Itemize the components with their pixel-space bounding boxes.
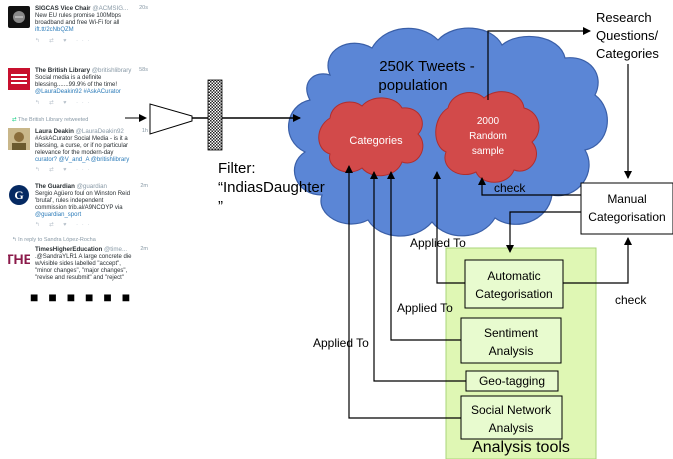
avatar [8, 128, 30, 150]
applied-to-label-3: Applied To [313, 336, 369, 350]
automatic-categorisation-box [464, 259, 564, 309]
tweet-actions[interactable]: ↰ ⇄ ♥ ··· [35, 100, 94, 106]
tweet-author-name: The British Library [35, 67, 91, 74]
social-network-analysis-box [460, 395, 563, 440]
cloud-title-line1: 250K Tweets - [379, 58, 475, 75]
filter-label-line1: Filter: [218, 160, 256, 177]
sentiment-analysis-box [460, 317, 562, 364]
tweet-text-line: w/visible sides labelled "accept", [35, 261, 121, 267]
tweet-link[interactable]: @guardian_sport [35, 212, 82, 218]
tweet-text-line: "revise and resubmit" and "reject" [35, 275, 124, 281]
check-label-right: check [615, 293, 647, 307]
reply-note: In reply to Sandra López-Rocha [18, 237, 96, 243]
arrow-automatic-to-manual [563, 237, 632, 284]
tweet-handle: @britishlibrary [91, 67, 132, 74]
tweet-author-name: SIGCAS Vice Chair [35, 5, 91, 12]
twitter-feed-screenshot: SIGCAS Vice Chair @ACMSIG... 20s New EU … [2, 2, 152, 287]
tool-automatic-line2: Categorisation [475, 287, 552, 301]
tweet-text-line: broadband and free Wi-Fi for all [35, 20, 120, 26]
tweet-handle: @ACMSIG... [92, 5, 129, 12]
tool-sentiment-line1: Sentiment [484, 326, 539, 340]
tool-sna-line2: Analysis [489, 421, 534, 435]
filter-label-line3: ” [218, 198, 223, 215]
tweet-author-name: TimesHigherEducation [35, 246, 103, 253]
research-line3: Categories [596, 46, 659, 61]
applied-to-label-2: Applied To [397, 301, 453, 315]
reply-icon: ↰ [12, 237, 17, 243]
tweet-author-name: Laura Deakin [35, 128, 74, 135]
arrow-sample-to-research [487, 27, 591, 100]
filter-label-line2: “IndiasDaughter [218, 179, 325, 196]
tweet-text-line: blessing.......99.9% of the time! [35, 82, 118, 88]
tweet-time: 20s [139, 5, 148, 11]
tweet-text-line: "minor changes", "major changes", [35, 268, 128, 274]
tweet-time: 2m [140, 246, 148, 252]
sample-line2: Random [469, 131, 507, 142]
tool-sentiment-line2: Analysis [489, 344, 534, 358]
avatar: G [8, 184, 30, 206]
arrow-sna-applied [345, 165, 461, 419]
avatar [8, 68, 30, 90]
categories-label: Categories [349, 135, 403, 147]
tweet-text-line: commission trib.al/A9NCOYP via [35, 205, 123, 211]
avatar: THE [5, 247, 33, 269]
tweet-handle: @time... [104, 246, 128, 253]
tweet-time: 58s [139, 67, 148, 73]
tweet-text-line: #AskACurator Social Media - is it a [35, 136, 128, 142]
svg-text:G: G [14, 188, 23, 202]
tool-geo-line1: Geo-tagging [479, 374, 545, 388]
manual-line1: Manual [607, 192, 646, 206]
retweet-icon: ⇄ [12, 117, 17, 123]
tweet-text-line: 'brutal', rules independent [35, 198, 104, 204]
arrow-manual-to-sample [478, 177, 581, 196]
tweet-actions[interactable]: ↰ ⇄ ♥ ··· [35, 38, 94, 44]
manual-line2: Categorisation [588, 210, 665, 224]
avatar [8, 6, 30, 28]
arrow-automatic-applied [433, 171, 465, 284]
sample-line3: sample [472, 146, 505, 157]
tweet-link[interactable]: ift.tt/2cNbQZM [35, 27, 74, 33]
tweet-text-line: Sergio Agüero foul on Winston Reid [35, 191, 131, 197]
tweet-link[interactable]: @LauraDeakin92 #AskACurator [35, 89, 121, 95]
tweet-item: The British Library @britishlibrary 58s … [2, 64, 152, 114]
categories-blob [318, 97, 424, 177]
filter-mesh-icon [207, 79, 223, 151]
arrow-sentiment-applied [387, 171, 461, 341]
cloud-title-line2: population [378, 77, 447, 94]
tweet-text-line: Social media is a definite [35, 75, 102, 81]
svg-text:THE: THE [8, 251, 30, 267]
tool-automatic-line1: Automatic [487, 269, 540, 283]
feed-ellipsis: ■ ■ ■ ■ ■ ■ [30, 289, 133, 305]
manual-categorisation-box [580, 182, 673, 235]
tool-sna-line1: Social Network [471, 403, 552, 417]
tweet-author-name: The Guardian [35, 183, 75, 190]
tweet-link[interactable]: curator? @V_and_A @britishlibrary [35, 157, 130, 163]
research-line2: Questions/ [596, 28, 659, 43]
tweet-text-line: blessing, a curse, or if no particular [35, 143, 129, 149]
tweet-actions[interactable]: ↰ ⇄ ♥ ··· [35, 222, 94, 228]
tweet-time: 2m [140, 183, 148, 189]
sample-line1: 2000 [477, 116, 500, 127]
arrow-manual-to-automatic [506, 211, 581, 253]
tweet-time: 1h [141, 128, 148, 134]
applied-to-label-1: Applied To [410, 236, 466, 250]
tweet-actions[interactable]: ↰ ⇄ ♥ ··· [35, 167, 94, 173]
analysis-tools-label: Analysis tools [472, 439, 570, 456]
tweet-item: ⇄ The British Library retweeted Laura De… [2, 114, 152, 176]
check-label-top: check [494, 181, 526, 195]
tweet-text-line: New EU rules promise 100Mbps [35, 13, 122, 19]
tweet-text-line: .@SandraYLR1 A large concrete die [35, 254, 132, 260]
tweet-handle: @LauraDeakin92 [75, 128, 124, 135]
tweet-item: G The Guardian @guardian 2m Sergio Agüer… [2, 180, 152, 234]
research-line1: Research [596, 10, 652, 25]
tweet-item: ↰ In reply to Sandra López-Rocha THE Tim… [2, 234, 152, 287]
arrow-geo-applied [370, 171, 466, 382]
tweet-handle: @guardian [76, 183, 107, 190]
filter-funnel-icon [125, 79, 301, 151]
tweet-item: SIGCAS Vice Chair @ACMSIG... 20s New EU … [2, 2, 152, 54]
tweet-text-line: relevance for the modern-day [35, 150, 114, 156]
retweet-note: The British Library retweeted [18, 117, 89, 123]
